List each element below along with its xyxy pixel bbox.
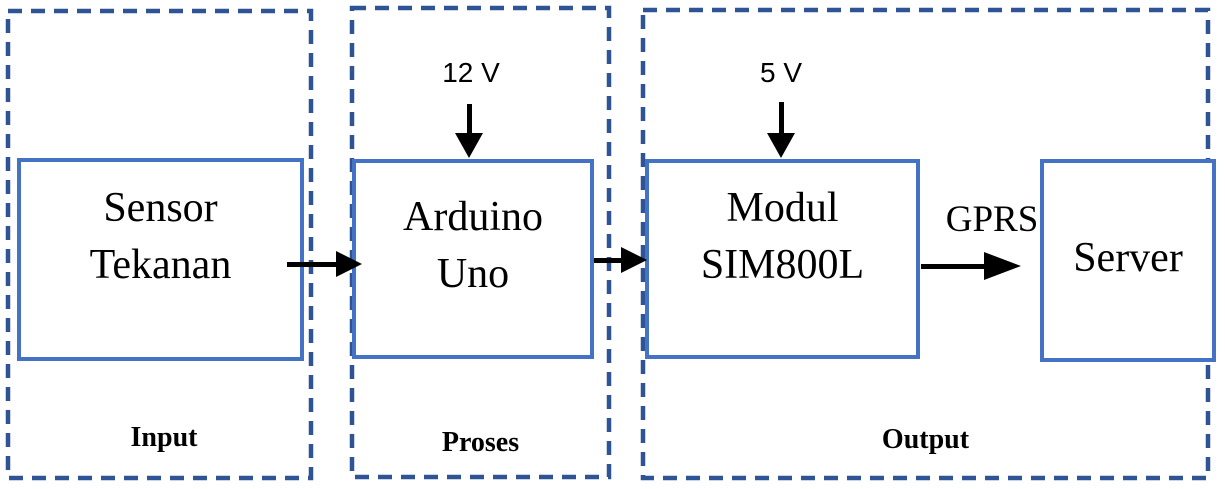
sim800l-to-server-arrowhead-icon	[984, 252, 1021, 280]
server-box: Server	[1040, 159, 1216, 362]
proses-section-label: Proses	[441, 427, 520, 458]
input-section-border	[5, 8, 314, 481]
output-section-label: Output	[881, 424, 970, 455]
arduino-to-sim800l-arrowhead-icon	[621, 247, 647, 273]
modul-sim800l-label-line2: SIM800L	[700, 242, 865, 288]
supply-12v-arrowhead-icon	[455, 133, 483, 158]
arduino-uno-label-line1: Arduino	[403, 194, 543, 240]
proses-section-border	[349, 5, 612, 480]
gprs-link-label: GPRS	[945, 199, 1039, 240]
input-section-label: Input	[130, 422, 198, 453]
supply-5v-label: 5 V	[759, 57, 803, 88]
sensor-tekanan-label-line2: Tekanan	[89, 242, 232, 288]
arduino-uno-label-line2: Uno	[436, 251, 510, 297]
sensor-to-arduino-arrow-line	[287, 262, 341, 267]
supply-5v-arrow-line	[779, 102, 784, 136]
arduino-to-sim800l-arrow-line	[594, 258, 624, 263]
arduino-uno-box: Arduino Uno	[352, 159, 594, 359]
supply-12v-arrow-line	[467, 104, 472, 136]
supply-5v-arrowhead-icon	[767, 133, 795, 158]
sensor-tekanan-label-line1: Sensor	[103, 185, 218, 231]
sensor-to-arduino-arrowhead-icon	[336, 251, 362, 277]
modul-sim800l-box: Modul SIM800L	[645, 159, 920, 359]
server-label: Server	[1073, 235, 1183, 281]
sim800l-to-server-arrow-line	[921, 264, 989, 269]
sensor-tekanan-box: Sensor Tekanan	[17, 158, 304, 361]
modul-sim800l-label-line1: Modul	[726, 185, 839, 231]
supply-12v-label: 12 V	[442, 57, 500, 88]
output-section-border	[640, 7, 1211, 481]
